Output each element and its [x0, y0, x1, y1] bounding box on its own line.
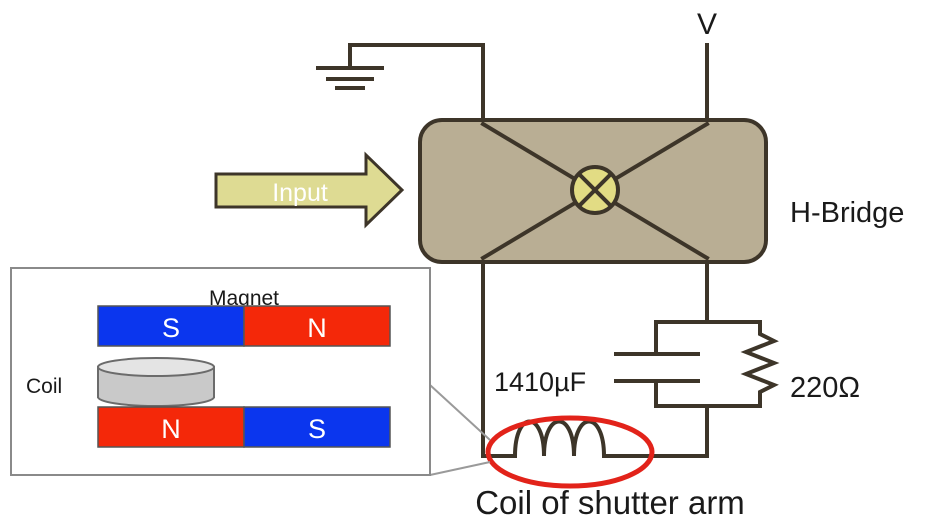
callout-leader-bottom — [429, 461, 491, 476]
resistor-zigzag — [740, 320, 780, 408]
magnet-top-pole-left-label: S — [162, 313, 180, 343]
magnet-inset: Magnet S N Coil N S — [10, 267, 431, 476]
h-bridge-label: H-Bridge — [790, 197, 904, 229]
bridge-center-x-2 — [576, 171, 614, 209]
callout-leader-top — [429, 384, 491, 441]
coil-cylinder-top — [97, 357, 215, 377]
shutter-coil-highlight — [485, 415, 655, 489]
magnet-top-pole-right — [243, 305, 391, 347]
magnet-top-pole-left — [97, 305, 245, 347]
ground-wire — [348, 43, 485, 124]
input-arrow: Input — [214, 151, 405, 229]
h-bridge-block — [418, 118, 768, 264]
ground-symbol — [316, 43, 485, 124]
capacitor-label: 1410µF — [494, 367, 586, 397]
shutter-coil-winding — [481, 419, 635, 458]
magnet-bottom-pole-left-label: N — [161, 414, 181, 444]
magnet-top-pole-right-label: N — [307, 313, 327, 343]
rc-network — [614, 320, 780, 408]
input-label: Input — [272, 179, 328, 207]
resistor-label: 220Ω — [790, 372, 860, 404]
supply-label: V — [697, 8, 717, 41]
magnet-bottom-pole-right — [243, 406, 391, 448]
coil-label: Coil — [26, 375, 62, 398]
input-arrow-shape — [214, 151, 405, 229]
shutter-coil-label: Coil of shutter arm — [475, 484, 745, 521]
shutter-coil — [481, 415, 655, 489]
magnet-bottom-pole-right-label: S — [308, 414, 326, 444]
magnet-label: Magnet — [209, 287, 279, 310]
